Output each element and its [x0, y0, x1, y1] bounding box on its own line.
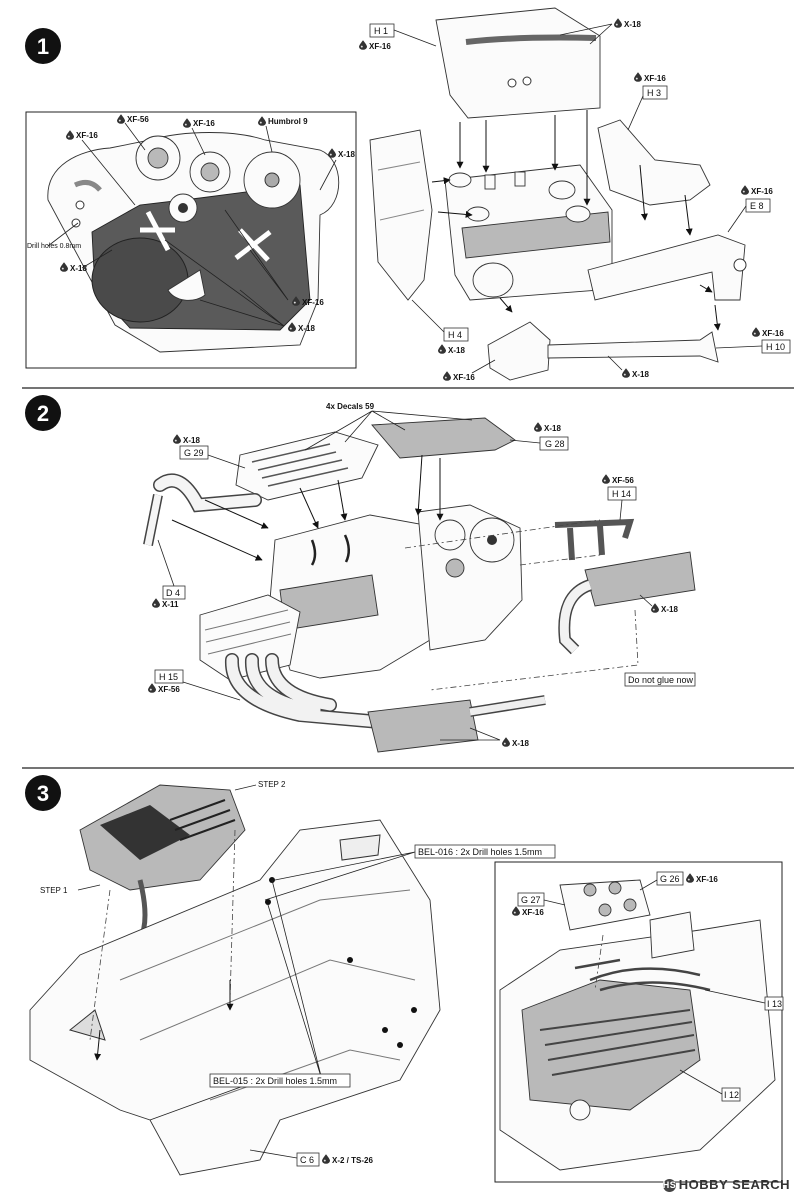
decals-label: 4x Decals 59 [326, 402, 375, 411]
part-label-i12: I 12 [724, 1090, 739, 1100]
svg-text:X-18: X-18 [298, 324, 315, 333]
svg-text:Humbrol 9: Humbrol 9 [268, 117, 308, 126]
step-2: 2 [25, 395, 696, 753]
part-label-g27: G 27 [521, 895, 541, 905]
part-label-h3: H 3 [647, 88, 661, 98]
part-label-h14: H 14 [612, 489, 631, 499]
step-2-badge [25, 395, 61, 431]
part-g28 [371, 417, 516, 459]
svg-text:XF-16: XF-16 [696, 875, 718, 884]
svg-text:X-18: X-18 [338, 150, 355, 159]
step-1-detail-labels: XF-56 XF-16 Humbrol 9 XF-16 X-18 Drill h… [27, 114, 355, 333]
svg-text:XF-16: XF-16 [302, 298, 324, 307]
part-label-d4: D 4 [166, 588, 180, 598]
svg-text:X-18: X-18 [448, 346, 465, 355]
svg-text:XF-16: XF-16 [762, 329, 784, 338]
engine-block-exploded [369, 7, 747, 381]
chassis-tub [29, 819, 441, 1176]
part-g29 [235, 431, 379, 501]
step-3: 3 STEP 2 STEP 1 [25, 775, 784, 1183]
svg-text:XF-16: XF-16 [453, 373, 475, 382]
hobby-search-logo-icon: HS [662, 1179, 677, 1192]
do-not-glue-note: Do not glue now [628, 675, 694, 685]
step-3-labels: BEL-016 : 2x Drill holes 1.5mm BEL-015 :… [209, 844, 556, 1167]
svg-text:X-18: X-18 [661, 605, 678, 614]
step-3-detail-labels: G 26 XF-16 G 27 XF-16 I 13 I 12 [512, 871, 784, 1102]
svg-text:XF-56: XF-56 [158, 685, 180, 694]
step-2-number: 2 [37, 401, 49, 426]
svg-text:X-18: X-18 [183, 436, 200, 445]
svg-text:X-11: X-11 [162, 600, 179, 609]
step-1-number: 1 [37, 34, 49, 59]
step-2-part-labels: 4x Decals 59 X-18 G 28 X-18 G 29 XF-56 H… [148, 402, 696, 748]
part-h3 [597, 119, 711, 206]
step-1-part-labels: H 1 XF-16 X-18 XF-16 H 3 XF-16 E 8 H 4 X… [359, 18, 791, 382]
step-1-arrows [431, 110, 721, 331]
step-1: 1 [25, 7, 791, 382]
svg-text:XF-16: XF-16 [193, 119, 215, 128]
step-3-badge [25, 775, 61, 811]
svg-text:XF-16: XF-16 [751, 187, 773, 196]
step-3-detail [499, 879, 776, 1171]
watermark-text: HOBBY SEARCH [678, 1176, 790, 1192]
part-h10 [547, 331, 719, 363]
part-label-h10: H 10 [766, 342, 785, 352]
step-3-guides [89, 829, 416, 1121]
drill-holes-note: Drill holes 0.8mm [27, 243, 81, 250]
part-h1 [435, 7, 601, 119]
step-2-reference: STEP 2 [258, 780, 286, 789]
svg-text:X-18: X-18 [624, 20, 641, 29]
step-1-reference: STEP 1 [40, 886, 68, 895]
bel-015-note: BEL-015 : 2x Drill holes 1.5mm [213, 1076, 337, 1086]
step-1-badge [25, 28, 61, 64]
svg-text:XF-16: XF-16 [644, 74, 666, 83]
step-3-number: 3 [37, 781, 49, 806]
part-label-h4: H 4 [448, 330, 462, 340]
step-2-arrows [171, 454, 639, 691]
part-label-i13: I 13 [767, 999, 782, 1009]
svg-text:X-18: X-18 [544, 424, 561, 433]
part-label-c6: C 6 [300, 1155, 314, 1165]
svg-text:X-18: X-18 [632, 370, 649, 379]
muffler-right [584, 551, 696, 607]
part-label-g26: G 26 [660, 874, 680, 884]
c6-paint-note: X-2 / TS-26 [332, 1156, 373, 1165]
svg-text:XF-16: XF-16 [369, 42, 391, 51]
bel-016-note: BEL-016 : 2x Drill holes 1.5mm [418, 847, 542, 857]
muffler-left [367, 699, 479, 753]
drill-hole-markers [265, 877, 417, 1048]
svg-text:XF-16: XF-16 [522, 908, 544, 917]
svg-text:X-18: X-18 [70, 264, 87, 273]
part-e8 [587, 234, 746, 301]
part-label-h1: H 1 [374, 26, 388, 36]
engine-assembly-2 [143, 417, 696, 753]
step-1-detail-leaders [47, 122, 337, 327]
svg-text:XF-56: XF-56 [127, 115, 149, 124]
flywheel [487, 321, 551, 381]
part-label-g29: G 29 [184, 448, 204, 458]
svg-text:X-18: X-18 [512, 739, 529, 748]
part-label-e8: E 8 [750, 201, 764, 211]
svg-text:XF-16: XF-16 [76, 131, 98, 140]
part-label-g28: G 28 [545, 439, 565, 449]
part-label-h15: H 15 [159, 672, 178, 682]
svg-text:XF-56: XF-56 [612, 476, 634, 485]
